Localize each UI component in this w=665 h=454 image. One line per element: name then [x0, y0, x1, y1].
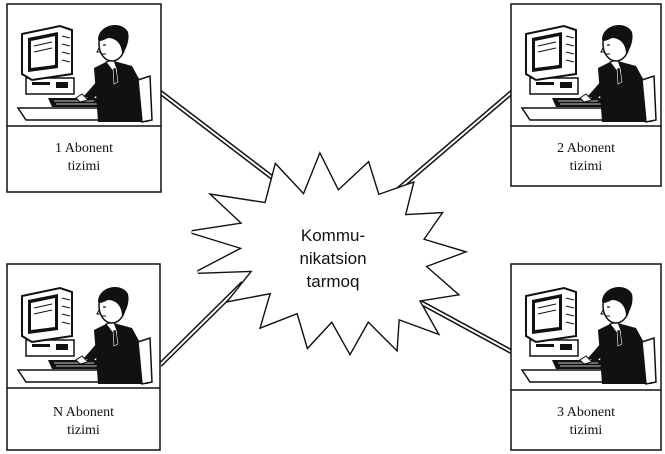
network-label-line-1: Kommu-: [300, 226, 366, 245]
subscriber-label-3-line-1: 3 Abonent: [557, 405, 615, 420]
subscriber-label-2-line-2: tizimi: [569, 159, 603, 174]
subscriber-label-n-line-2: tizimi: [67, 423, 100, 438]
subscriber-box-3: [510, 263, 662, 451]
subscriber-label-1-line-1: 1 Abonent: [55, 141, 113, 156]
link-2: [393, 90, 514, 194]
link-1: [158, 90, 288, 190]
connection-links: [158, 90, 514, 367]
subscriber-box-1: [6, 3, 162, 193]
subscriber-label-2: 2 Abonent tizimi: [511, 140, 661, 176]
subscriber-label-1-line-2: tizimi: [67, 159, 101, 174]
network-label-line-3: tarmoq: [306, 272, 360, 291]
network-label-line-2: nikatsion: [299, 249, 367, 268]
subscriber-label-3: 3 Abonent tizimi: [511, 404, 661, 440]
subscriber-label-n-line-1: N Abonent: [52, 405, 115, 420]
subscriber-box-2: [510, 3, 662, 187]
subscriber-label-2-line-1: 2 Abonent: [557, 141, 615, 156]
subscriber-label-3-line-2: tizimi: [569, 423, 603, 438]
communication-network-starburst: [191, 151, 469, 357]
subscriber-label-1: 1 Abonent tizimi: [7, 140, 161, 176]
link-3: [416, 298, 514, 355]
network-label: Kommu- nikatsion tarmoq: [280, 224, 386, 293]
link-n: [158, 281, 245, 367]
subscriber-box-n: [6, 263, 161, 451]
subscriber-label-n: N Abonent tizimi: [7, 404, 160, 440]
